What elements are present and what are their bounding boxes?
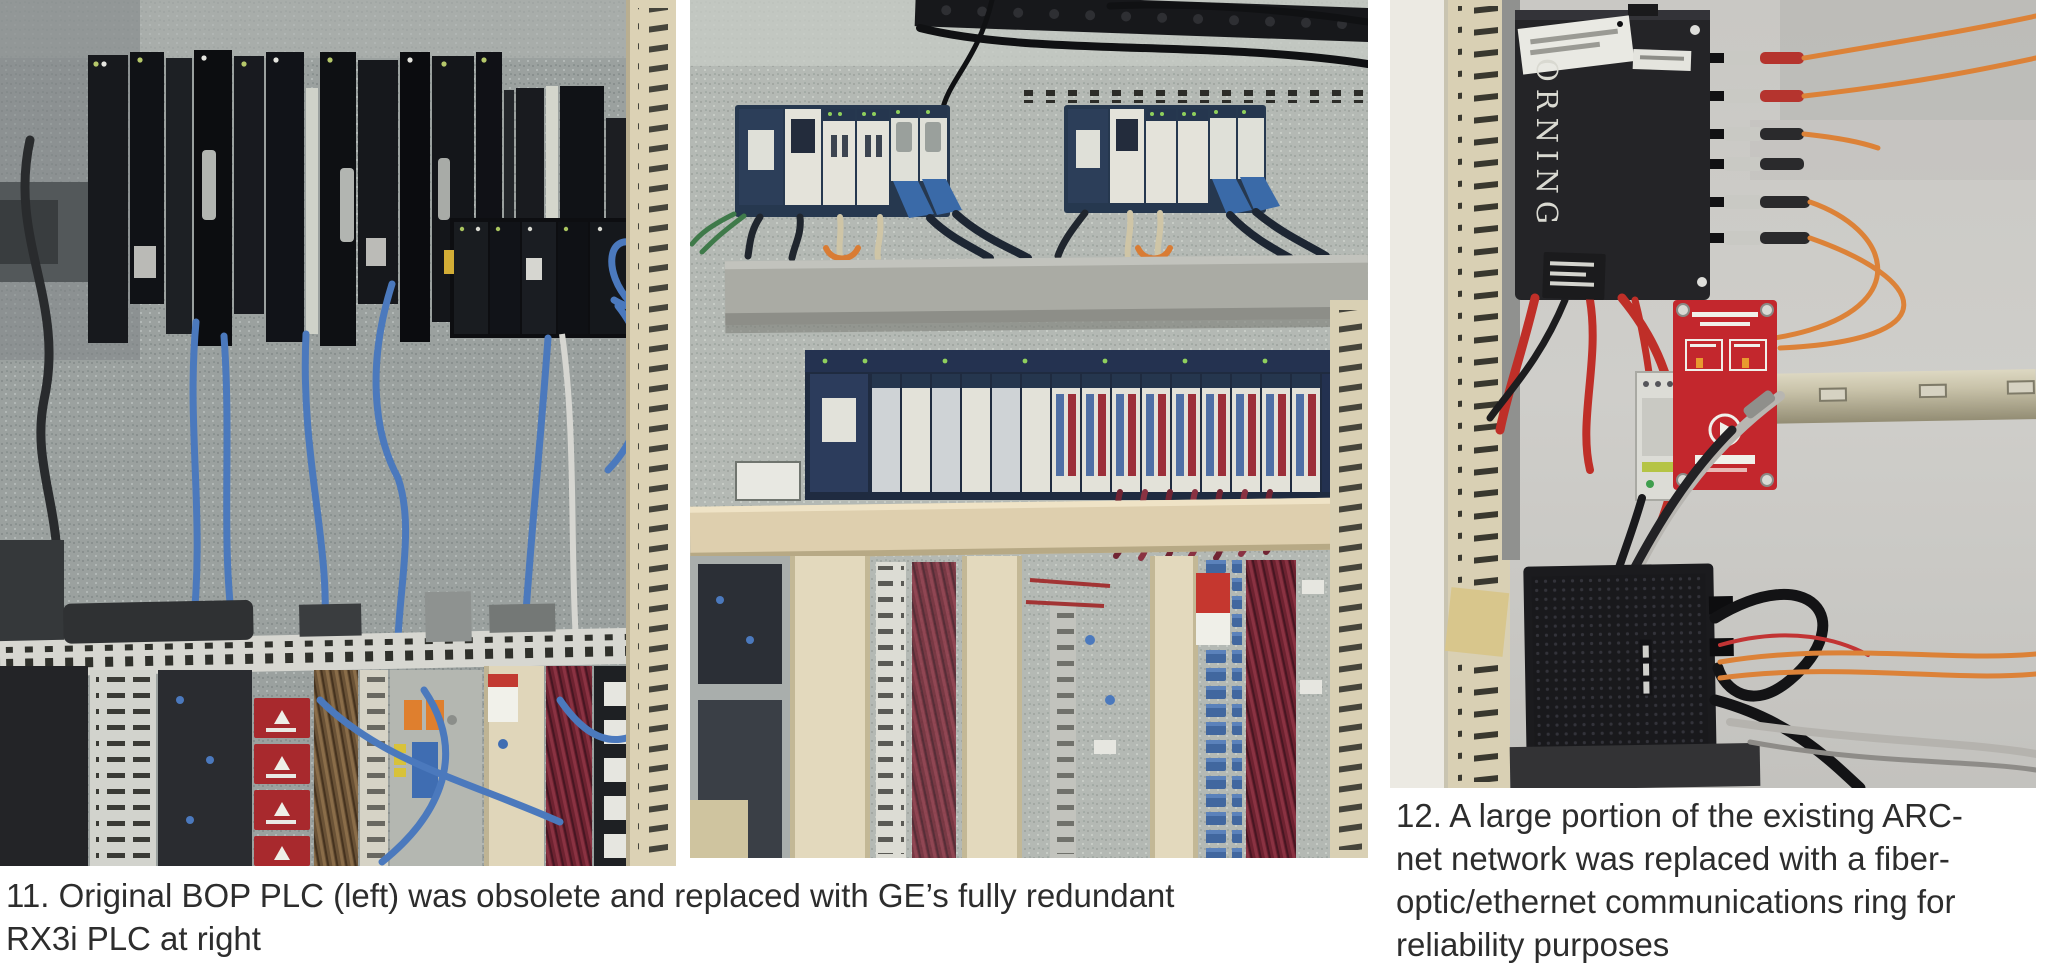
red-tag <box>1196 573 1230 645</box>
top-shadow <box>1780 0 2036 120</box>
din-rail <box>1709 369 2036 425</box>
photo-new-rx3i-plc <box>690 0 1368 858</box>
caption-line: reliability purposes <box>1396 926 1670 963</box>
horizontal-wireway <box>0 591 676 678</box>
inspection-tag <box>488 674 518 749</box>
red-relay-modules <box>254 698 310 866</box>
rack-indicator-leds <box>93 55 487 67</box>
rx3i-rack-left <box>735 105 962 218</box>
switch-base-plate <box>1509 742 1761 788</box>
cabinet-louver-edge <box>1330 300 1368 858</box>
tape-piece <box>1444 587 1510 657</box>
rack-connectors <box>134 150 450 278</box>
white-label-box <box>735 461 801 501</box>
rack-right-wiring <box>1054 208 1330 262</box>
left-shelf-bracket <box>0 182 96 282</box>
caption-line: RX3i PLC at right <box>6 920 261 957</box>
photo-fiber-network: ORNING <box>1390 0 2036 788</box>
gray-cable <box>559 333 579 641</box>
red-media-converter <box>1673 300 1777 490</box>
caption-line: 12. A large portion of the existing ARC- <box>1396 797 1963 834</box>
fiber-scene <box>1390 0 2036 788</box>
caption-line: optic/ethernet communications ring for <box>1396 883 1956 920</box>
caption-line: 11. Original BOP PLC (left) was obsolete… <box>6 877 1175 914</box>
corning-fiber-box <box>1515 4 1710 300</box>
secondary-rack <box>444 218 638 338</box>
cream-wire-duct <box>690 497 1368 559</box>
black-power-wire <box>1486 296 1569 422</box>
gray-support-beam <box>724 254 1368 334</box>
figure-11-caption: 11. Original BOP PLC (left) was obsolete… <box>6 874 1174 960</box>
rx3i-rack-right <box>1064 105 1280 215</box>
long-rack-modules <box>872 374 1366 492</box>
upper-slot-rail <box>1020 90 1368 103</box>
black-cable <box>20 135 62 605</box>
cabinet-louver-edge <box>626 0 676 866</box>
warning-label <box>1542 252 1606 300</box>
figure-12-caption: 12. A large portion of the existing ARC-… <box>1396 794 1963 966</box>
overhead-cables <box>916 0 1368 115</box>
power-supply <box>1635 371 1681 501</box>
caption-line: net network was replaced with a fiber- <box>1396 840 1950 877</box>
lower-terminal-section <box>690 556 1324 858</box>
photo-old-bop-plc <box>0 0 676 866</box>
fiber-st-connectors <box>1710 51 1810 245</box>
ethernet-switch <box>1523 563 1734 772</box>
top-strut-channel <box>914 0 1368 43</box>
corning-brand-text: ORNING <box>1530 58 1564 231</box>
lower-terminal-section <box>0 666 640 866</box>
cabinet-frame-left <box>1390 0 1520 788</box>
switch-cables <box>1709 588 2036 788</box>
old-plc-scene <box>0 0 676 866</box>
left-junction-box <box>0 540 64 648</box>
rack-left-wiring <box>690 210 1032 262</box>
new-plc-scene <box>690 0 1368 858</box>
